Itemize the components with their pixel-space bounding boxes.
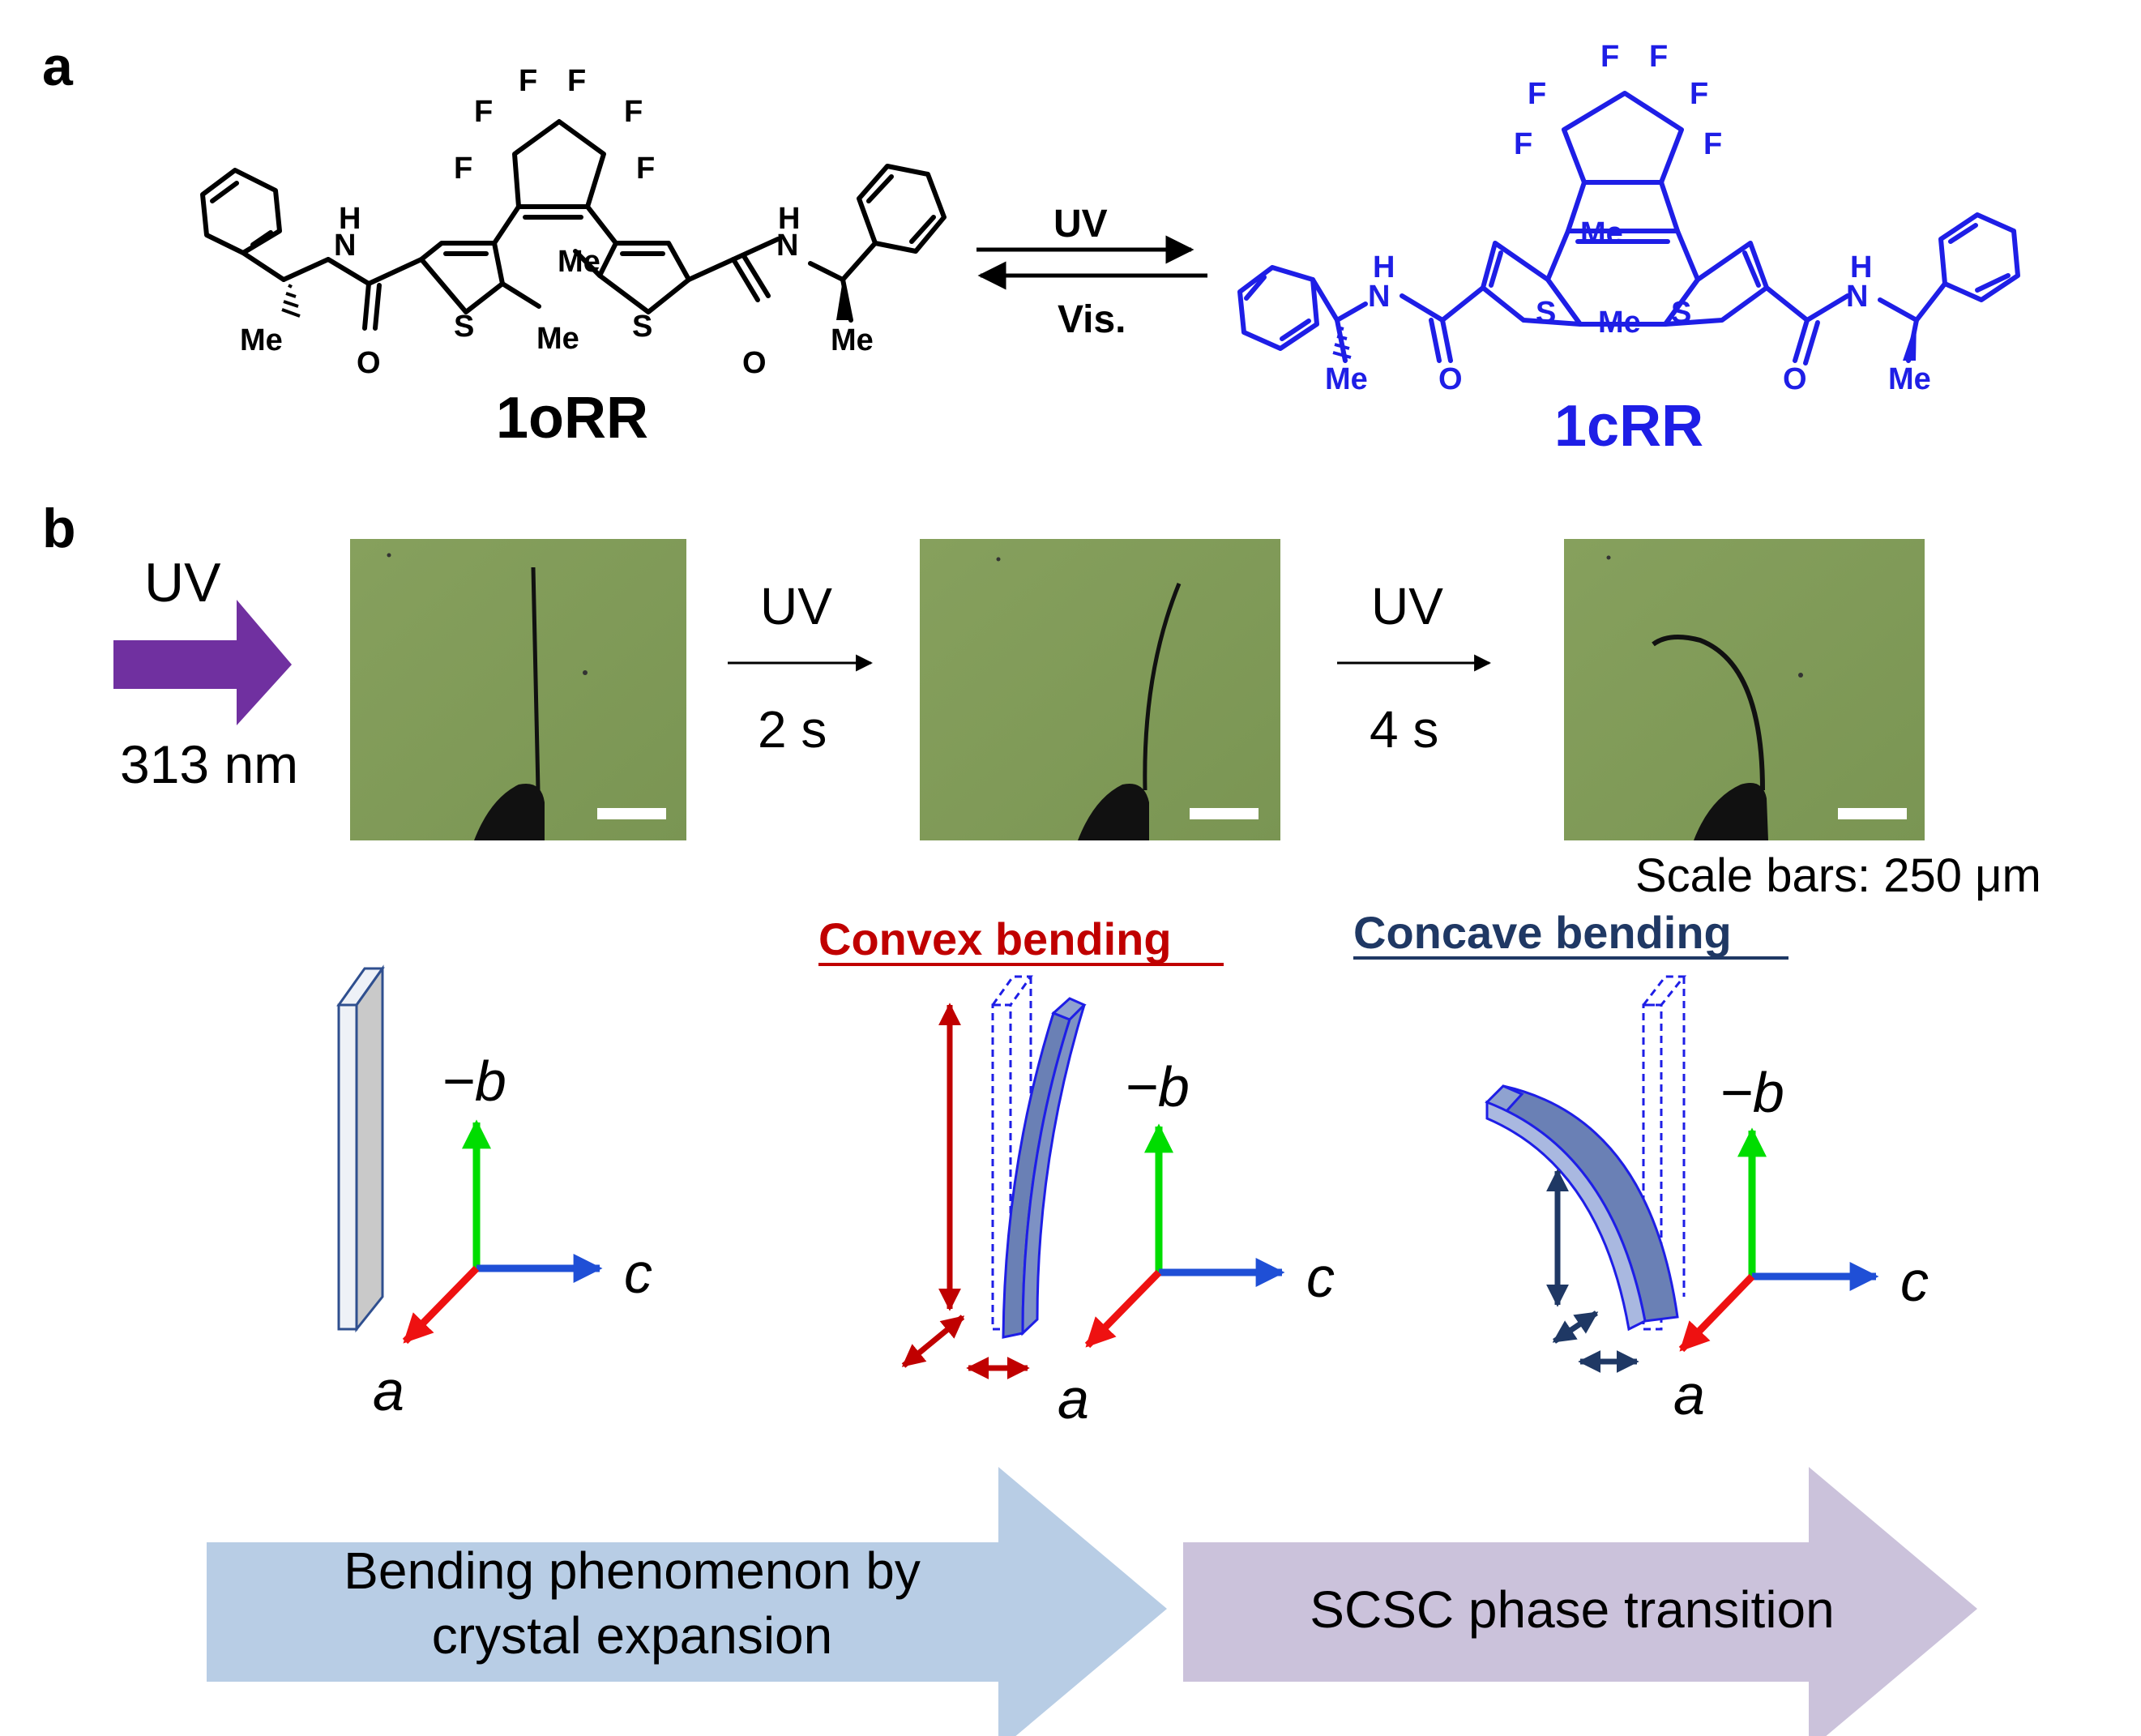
scale-bar	[1838, 808, 1907, 819]
svg-text:F: F	[624, 95, 643, 129]
svg-text:a: a	[1058, 1367, 1089, 1430]
closed-isomer-name: 1cRR	[1554, 394, 1703, 459]
svg-text:O: O	[1783, 362, 1807, 396]
svg-text:−b: −b	[442, 1050, 506, 1113]
reaction-backward-label: Vis.	[1058, 298, 1126, 341]
svg-text:a: a	[1673, 1363, 1705, 1426]
svg-text:O: O	[1438, 362, 1463, 396]
svg-text:Me: Me	[1325, 362, 1368, 396]
convex-title: Convex bending	[818, 913, 1172, 964]
uv-wavelength-label: 313 nm	[120, 734, 298, 794]
svg-text:S: S	[454, 310, 474, 344]
svg-text:a: a	[373, 1359, 404, 1422]
process-arrow-scsc	[1183, 1467, 1977, 1736]
svg-text:F: F	[1514, 127, 1532, 161]
svg-text:F: F	[636, 152, 655, 186]
process-arrow-scsc-label: SCSC phase transition	[1310, 1580, 1834, 1639]
svg-text:c: c	[1306, 1246, 1335, 1309]
atom-labels-1oRR: F F F F F F S S Me Me N H N H O O Me Me	[240, 64, 874, 380]
crystal-convex	[990, 975, 1087, 1339]
svg-text:Me: Me	[240, 323, 283, 357]
svg-text:F: F	[474, 95, 493, 129]
svg-text:F: F	[1649, 40, 1668, 74]
svg-text:c: c	[1900, 1250, 1929, 1313]
reaction-forward-label: UV	[1053, 203, 1108, 246]
step-1-time: 2 s	[758, 700, 827, 759]
svg-text:F: F	[1703, 127, 1722, 161]
process-arrow-bending	[207, 1467, 1167, 1736]
scale-note: Scale bars: 250 μm	[1635, 849, 2041, 902]
svg-text:Me: Me	[1598, 306, 1641, 340]
photo-6s	[1564, 539, 1925, 840]
svg-text:H: H	[339, 202, 361, 236]
svg-text:F: F	[454, 152, 472, 186]
convex-expansion-arrows	[901, 1003, 1030, 1379]
molecule-1oRR: F F F F F F S S Me Me N H N H O O Me Me	[200, 64, 947, 380]
svg-text:N: N	[1846, 280, 1868, 314]
step-2-time: 4 s	[1370, 700, 1438, 759]
svg-text:Me: Me	[536, 322, 579, 356]
atom-labels-1cRR: F F F F F F Me Me S S N H N H O O Me Me	[1325, 40, 1931, 396]
svg-text:N: N	[334, 229, 356, 263]
photo-0s	[350, 539, 686, 840]
scale-bar	[1190, 808, 1259, 819]
svg-text:H: H	[778, 202, 800, 236]
concave-expansion-arrows	[1546, 1169, 1639, 1373]
svg-text:Me: Me	[558, 245, 600, 279]
svg-text:F: F	[567, 64, 586, 98]
step-2-label: UV	[1371, 577, 1443, 635]
svg-text:−b: −b	[1720, 1061, 1784, 1124]
svg-text:Me: Me	[831, 323, 874, 357]
svg-text:O: O	[742, 346, 767, 380]
crystal-straight	[336, 964, 385, 1333]
process-arrow-bending-line2: crystal expansion	[432, 1606, 832, 1665]
svg-text:O: O	[357, 346, 381, 380]
process-arrow-bending-line1: Bending phenomenon by	[344, 1541, 921, 1600]
svg-text:H: H	[1850, 250, 1872, 284]
concave-title: Concave bending	[1353, 907, 1732, 958]
reaction-arrows	[976, 235, 1207, 290]
molecule-1cRR: F F F F F F Me Me S S N H N H O O Me Me	[1237, 40, 2020, 396]
svg-text:F: F	[1600, 40, 1619, 74]
uv-source-label: UV	[144, 552, 221, 614]
panel-a-label: a	[42, 36, 74, 97]
svg-text:S: S	[1536, 296, 1556, 330]
step-1-label: UV	[760, 577, 832, 635]
svg-text:F: F	[1690, 77, 1708, 111]
svg-text:N: N	[1368, 280, 1390, 314]
svg-text:c: c	[624, 1242, 652, 1305]
axes-1: −b c a	[373, 1050, 652, 1422]
svg-text:S: S	[1671, 296, 1691, 330]
axes-3: −b c a	[1673, 1061, 1929, 1426]
axes-2: −b c a	[1058, 1055, 1335, 1430]
svg-text:−b: −b	[1125, 1055, 1190, 1118]
svg-text:S: S	[632, 310, 652, 344]
crystal-concave	[1485, 975, 1687, 1332]
panel-b-label: b	[42, 498, 76, 559]
svg-text:N: N	[776, 229, 798, 263]
photo-2s	[920, 539, 1280, 840]
svg-text:H: H	[1373, 250, 1395, 284]
scale-bar	[597, 808, 666, 819]
svg-text:Me: Me	[1888, 362, 1931, 396]
svg-text:F: F	[519, 64, 537, 98]
svg-text:F: F	[1528, 77, 1546, 111]
open-isomer-name: 1oRR	[496, 386, 648, 451]
svg-text:Me: Me	[1580, 216, 1623, 250]
uv-irradiation-arrow	[113, 600, 292, 725]
